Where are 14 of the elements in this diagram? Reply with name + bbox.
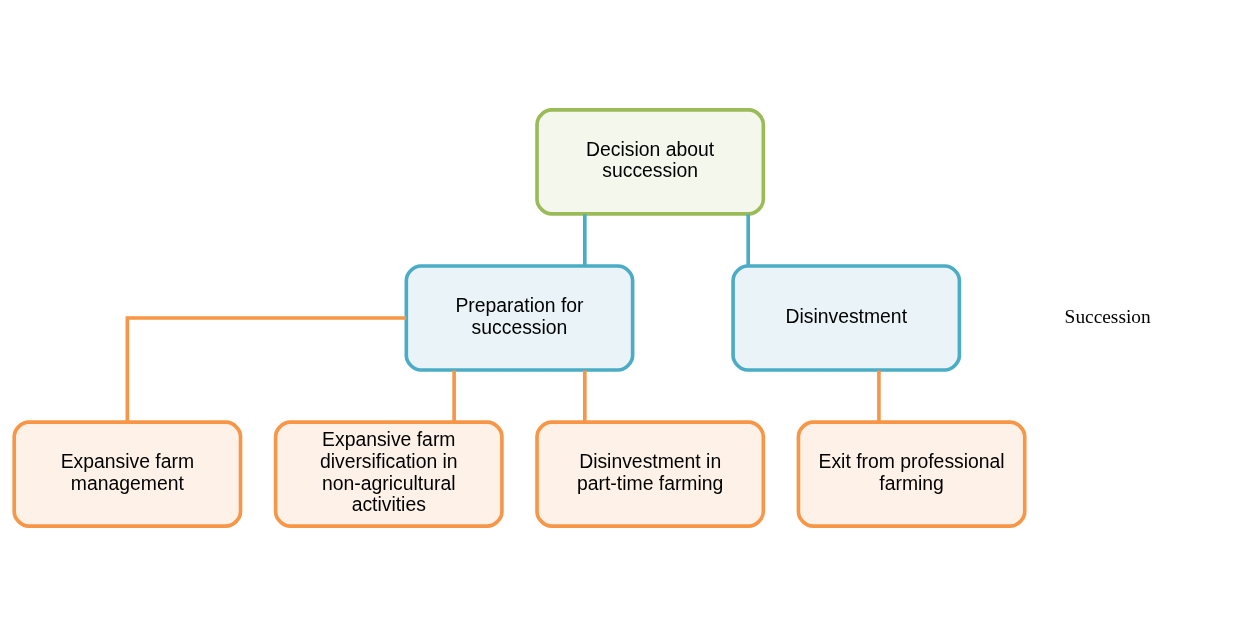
node-box: Preparation for succession — [404, 263, 635, 372]
connector — [452, 369, 456, 422]
node-box: Disinvestment — [731, 263, 962, 372]
node-box: Disinvestment in part-time farming — [535, 419, 766, 528]
label: Succession — [1064, 305, 1151, 327]
connector — [877, 369, 881, 422]
connector — [125, 315, 407, 422]
connector — [583, 213, 587, 265]
connector — [583, 369, 587, 422]
node-box: Exit from professional farming — [796, 419, 1027, 528]
node-box: Decision about succession — [535, 107, 766, 216]
node-box: Expansive farm management — [12, 419, 243, 528]
connector — [746, 213, 750, 265]
node-box: Expansive farm diversification in non-agricultural activities — [273, 419, 504, 528]
